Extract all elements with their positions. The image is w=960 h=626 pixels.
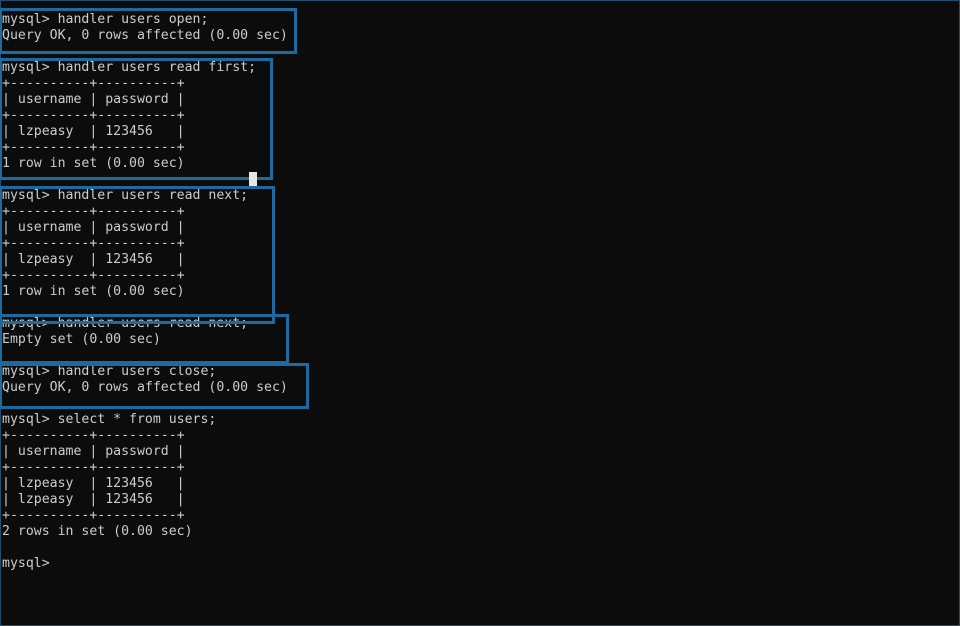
highlight-read-next-command xyxy=(0,186,275,324)
result-status-line: 1 row in set (0.00 sec) xyxy=(2,284,185,299)
table-border-line: +----------+----------+ xyxy=(2,508,185,523)
table-row-line: | username | password | xyxy=(2,92,185,107)
command-prompt-line: mysql> handler users close; xyxy=(2,364,217,379)
result-status-line: Empty set (0.00 sec) xyxy=(2,332,161,347)
table-border-line: +----------+----------+ xyxy=(2,76,185,91)
highlight-read-first-command xyxy=(0,58,273,180)
table-row-line: | lzpeasy | 123456 | xyxy=(2,124,185,139)
text-cursor xyxy=(249,172,257,186)
command-prompt-line: mysql> handler users read first; xyxy=(2,60,257,75)
command-prompt-line: mysql> select * from users; xyxy=(2,412,217,427)
command-prompt-line: mysql> handler users open; xyxy=(2,12,209,27)
table-row-line: | lzpeasy | 123456 | xyxy=(2,492,185,507)
highlight-close-command xyxy=(0,363,309,409)
table-border-line: +----------+----------+ xyxy=(2,268,185,283)
result-status-line: Query OK, 0 rows affected (0.00 sec) xyxy=(2,28,288,43)
blank-line xyxy=(2,540,288,556)
table-row-line: | username | password | xyxy=(2,220,185,235)
table-row-line: | username | password | xyxy=(2,444,185,459)
command-prompt-line: mysql> handler users read next; xyxy=(2,188,249,203)
result-status-line: Query OK, 0 rows affected (0.00 sec) xyxy=(2,380,288,395)
highlight-open-command xyxy=(0,8,297,54)
result-status-line: 2 rows in set (0.00 sec) xyxy=(2,524,193,539)
table-border-line: +----------+----------+ xyxy=(2,204,185,219)
console-output: mysql> handler users open;Query OK, 0 ro… xyxy=(2,12,288,572)
table-border-line: +----------+----------+ xyxy=(2,236,185,251)
table-border-line: +----------+----------+ xyxy=(2,140,185,155)
highlight-read-next-empty xyxy=(0,314,289,364)
result-status-line: 1 row in set (0.00 sec) xyxy=(2,156,185,171)
table-border-line: +----------+----------+ xyxy=(2,460,185,475)
table-row-line: | lzpeasy | 123456 | xyxy=(2,252,185,267)
command-prompt-line: mysql> xyxy=(2,556,50,571)
table-border-line: +----------+----------+ xyxy=(2,108,185,123)
table-row-line: | lzpeasy | 123456 | xyxy=(2,476,185,491)
table-border-line: +----------+----------+ xyxy=(2,428,185,443)
